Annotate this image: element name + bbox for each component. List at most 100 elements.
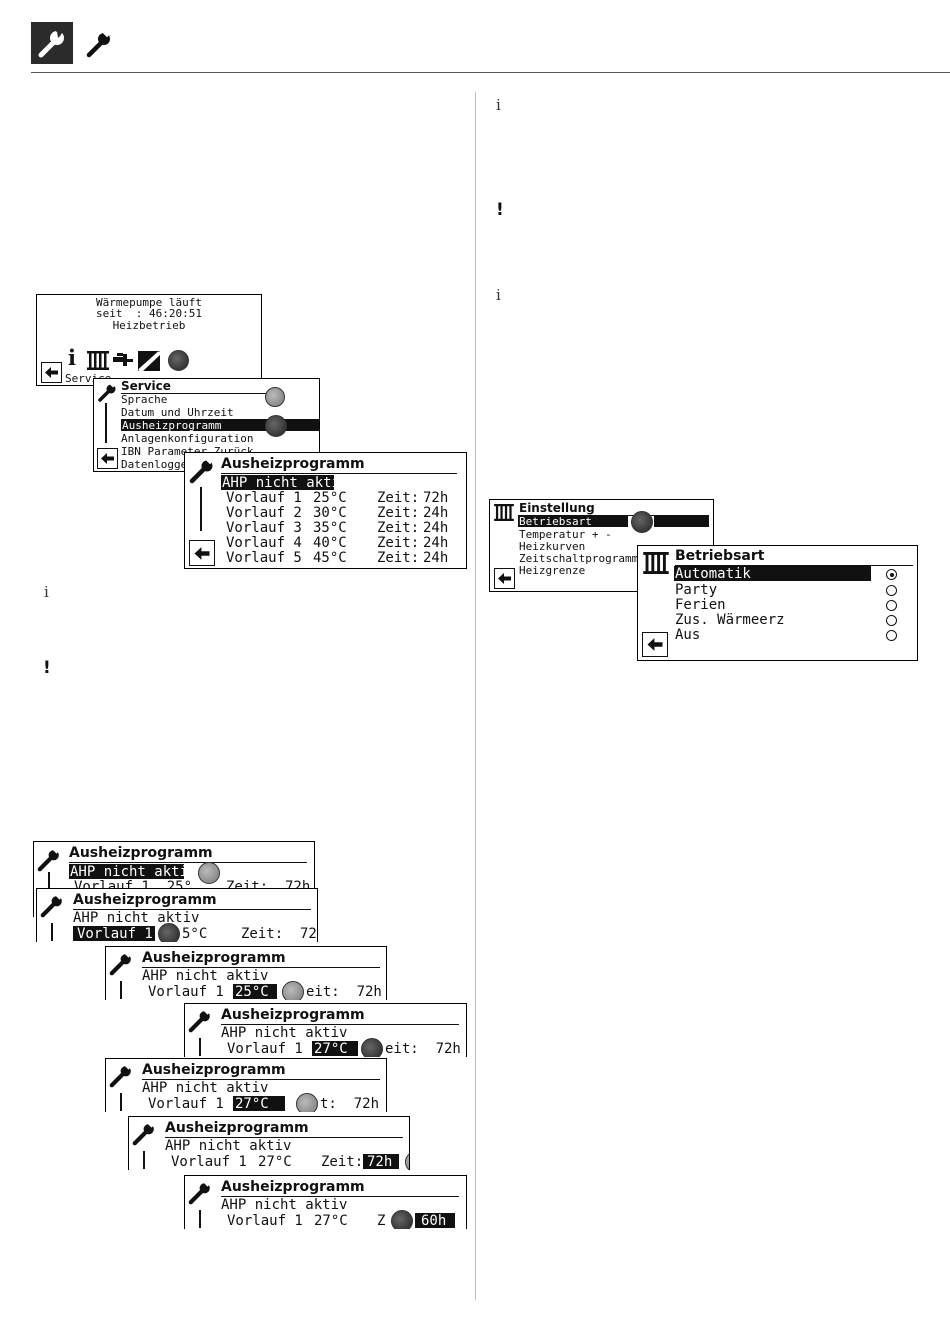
title-underline bbox=[675, 565, 913, 566]
scroll-indicator[interactable] bbox=[120, 981, 122, 999]
row-label[interactable]: Vorlauf 1 bbox=[226, 490, 302, 506]
dial-knob[interactable] bbox=[158, 923, 180, 942]
row-hours[interactable]: 72h bbox=[367, 1154, 393, 1170]
title-underline bbox=[221, 1024, 459, 1025]
dial-knob[interactable] bbox=[391, 1210, 413, 1229]
dial-knob[interactable] bbox=[282, 981, 304, 1000]
option-highlight[interactable] bbox=[674, 566, 871, 581]
step-screen-6: Ausheizprogramm AHP nicht aktiv Vorlauf … bbox=[128, 1116, 410, 1170]
scroll-indicator[interactable] bbox=[48, 872, 50, 892]
row-label: Vorlauf 1 bbox=[227, 1041, 303, 1057]
menu-title: Betriebsart bbox=[675, 548, 765, 564]
wrench-icon bbox=[98, 381, 117, 402]
back-button[interactable] bbox=[642, 632, 668, 657]
row-temp[interactable]: 40°C bbox=[313, 535, 347, 551]
scroll-indicator[interactable] bbox=[143, 1151, 145, 1169]
dial-knob[interactable] bbox=[168, 350, 189, 371]
radio-button[interactable] bbox=[886, 630, 897, 641]
row-zeit: Zeit: bbox=[321, 1154, 364, 1170]
field-highlight[interactable] bbox=[233, 1096, 285, 1111]
row-hours[interactable]: 24h bbox=[423, 520, 449, 536]
row-temp[interactable]: 35°C bbox=[313, 520, 347, 536]
option-label[interactable]: Automatik bbox=[675, 566, 751, 582]
menu-item[interactable]: IBN Parameter Zurück bbox=[121, 445, 253, 458]
scroll-indicator[interactable] bbox=[200, 487, 202, 531]
wrench-icon bbox=[109, 1062, 133, 1088]
scroll-indicator[interactable] bbox=[199, 1038, 201, 1056]
field-highlight[interactable] bbox=[312, 1041, 358, 1056]
back-button[interactable] bbox=[41, 362, 62, 383]
row-temp[interactable]: 27°C bbox=[314, 1041, 348, 1057]
row-temp[interactable]: 30°C bbox=[313, 505, 347, 521]
menu-item[interactable]: Heizgrenze bbox=[519, 564, 586, 577]
field-highlight[interactable] bbox=[73, 926, 155, 941]
status-highlight[interactable] bbox=[221, 475, 334, 490]
menu-item[interactable]: Betriebsart bbox=[519, 515, 592, 528]
menu-item[interactable]: Temperatur + - bbox=[519, 528, 612, 541]
scroll-indicator[interactable] bbox=[105, 403, 107, 443]
back-button[interactable] bbox=[189, 540, 215, 566]
back-button[interactable] bbox=[97, 448, 118, 469]
wrench-icon bbox=[40, 892, 64, 918]
cooling-icon[interactable] bbox=[138, 351, 160, 371]
scroll-indicator[interactable] bbox=[120, 1093, 122, 1111]
dial-knob[interactable] bbox=[198, 862, 220, 884]
row-hours[interactable]: 24h bbox=[423, 535, 449, 551]
back-button[interactable] bbox=[494, 568, 515, 589]
row-hours[interactable]: 60h bbox=[421, 1213, 447, 1229]
radio-button[interactable] bbox=[886, 600, 897, 611]
dial-knob[interactable] bbox=[361, 1038, 383, 1057]
radio-button[interactable] bbox=[886, 569, 897, 580]
menu-item[interactable]: Zeitschaltprogramm bbox=[519, 552, 639, 565]
status-line: Heizbetrieb bbox=[112, 319, 186, 332]
dial-knob[interactable] bbox=[631, 511, 653, 533]
radio-button[interactable] bbox=[886, 615, 897, 626]
field-highlight[interactable] bbox=[415, 1213, 455, 1228]
menu-item[interactable]: Anlagenkonfiguration bbox=[121, 432, 254, 445]
row-label[interactable]: Vorlauf 2 bbox=[226, 505, 302, 521]
row-label: Vorlauf 1 bbox=[171, 1154, 247, 1170]
option-label[interactable]: Ferien bbox=[675, 597, 726, 613]
row-hours[interactable]: 24h bbox=[423, 505, 449, 521]
field-highlight[interactable] bbox=[233, 984, 277, 999]
dial-knob[interactable] bbox=[296, 1093, 318, 1112]
radiator-icon[interactable] bbox=[87, 351, 109, 370]
menu-item[interactable]: Ausheizprogramm bbox=[122, 419, 222, 432]
row-hours[interactable]: 72h bbox=[423, 490, 449, 506]
dial-knob[interactable] bbox=[405, 1151, 409, 1170]
dial-knob[interactable] bbox=[265, 415, 287, 437]
ahp-status[interactable]: AHP nicht aktiv bbox=[222, 475, 349, 491]
menu-item[interactable]: Datum und Uhrzeit bbox=[121, 406, 234, 419]
row-temp[interactable]: 27°C bbox=[235, 1096, 269, 1112]
row-temp[interactable]: 25°C bbox=[235, 984, 269, 1000]
arrow-left-icon bbox=[45, 367, 58, 378]
option-label[interactable]: Aus bbox=[675, 627, 701, 643]
radio-button[interactable] bbox=[886, 585, 897, 596]
menu-item[interactable]: Heizkurven bbox=[519, 540, 586, 553]
status-highlight[interactable] bbox=[69, 864, 184, 879]
menu-title: Ausheizprogramm bbox=[221, 456, 365, 472]
row-hours[interactable]: 24h bbox=[423, 550, 449, 566]
status-line: Wärmepumpe läuft bbox=[96, 296, 202, 309]
tap-icon[interactable] bbox=[113, 351, 135, 370]
dial-knob[interactable] bbox=[265, 387, 285, 407]
scroll-indicator[interactable] bbox=[51, 923, 53, 941]
row-label[interactable]: Vorlauf 3 bbox=[226, 520, 302, 536]
wrench-icon bbox=[188, 1179, 212, 1205]
info-icon[interactable]: i bbox=[68, 345, 76, 370]
row-label[interactable]: Vorlauf 5 bbox=[226, 550, 302, 566]
row-label[interactable]: Vorlauf 4 bbox=[226, 535, 302, 551]
menu-item[interactable]: Sprache bbox=[121, 393, 168, 406]
option-label[interactable]: Party bbox=[675, 582, 718, 598]
menu-item[interactable]: Datenlogger bbox=[121, 458, 194, 471]
field-highlight[interactable] bbox=[363, 1154, 399, 1169]
menu-item-selected[interactable] bbox=[518, 515, 628, 527]
row-temp[interactable]: 25°C bbox=[313, 490, 347, 506]
row-temp[interactable]: 45°C bbox=[313, 550, 347, 566]
menu-item-selected[interactable] bbox=[654, 515, 709, 527]
ahp-status[interactable]: AHP nicht aktiv bbox=[70, 864, 197, 880]
menu-title: Ausheizprogramm bbox=[69, 845, 213, 861]
scroll-indicator[interactable] bbox=[199, 1210, 201, 1228]
option-label[interactable]: Zus. Wärmeerz bbox=[675, 612, 785, 628]
row-label[interactable]: Vorlauf 1 bbox=[77, 926, 153, 942]
